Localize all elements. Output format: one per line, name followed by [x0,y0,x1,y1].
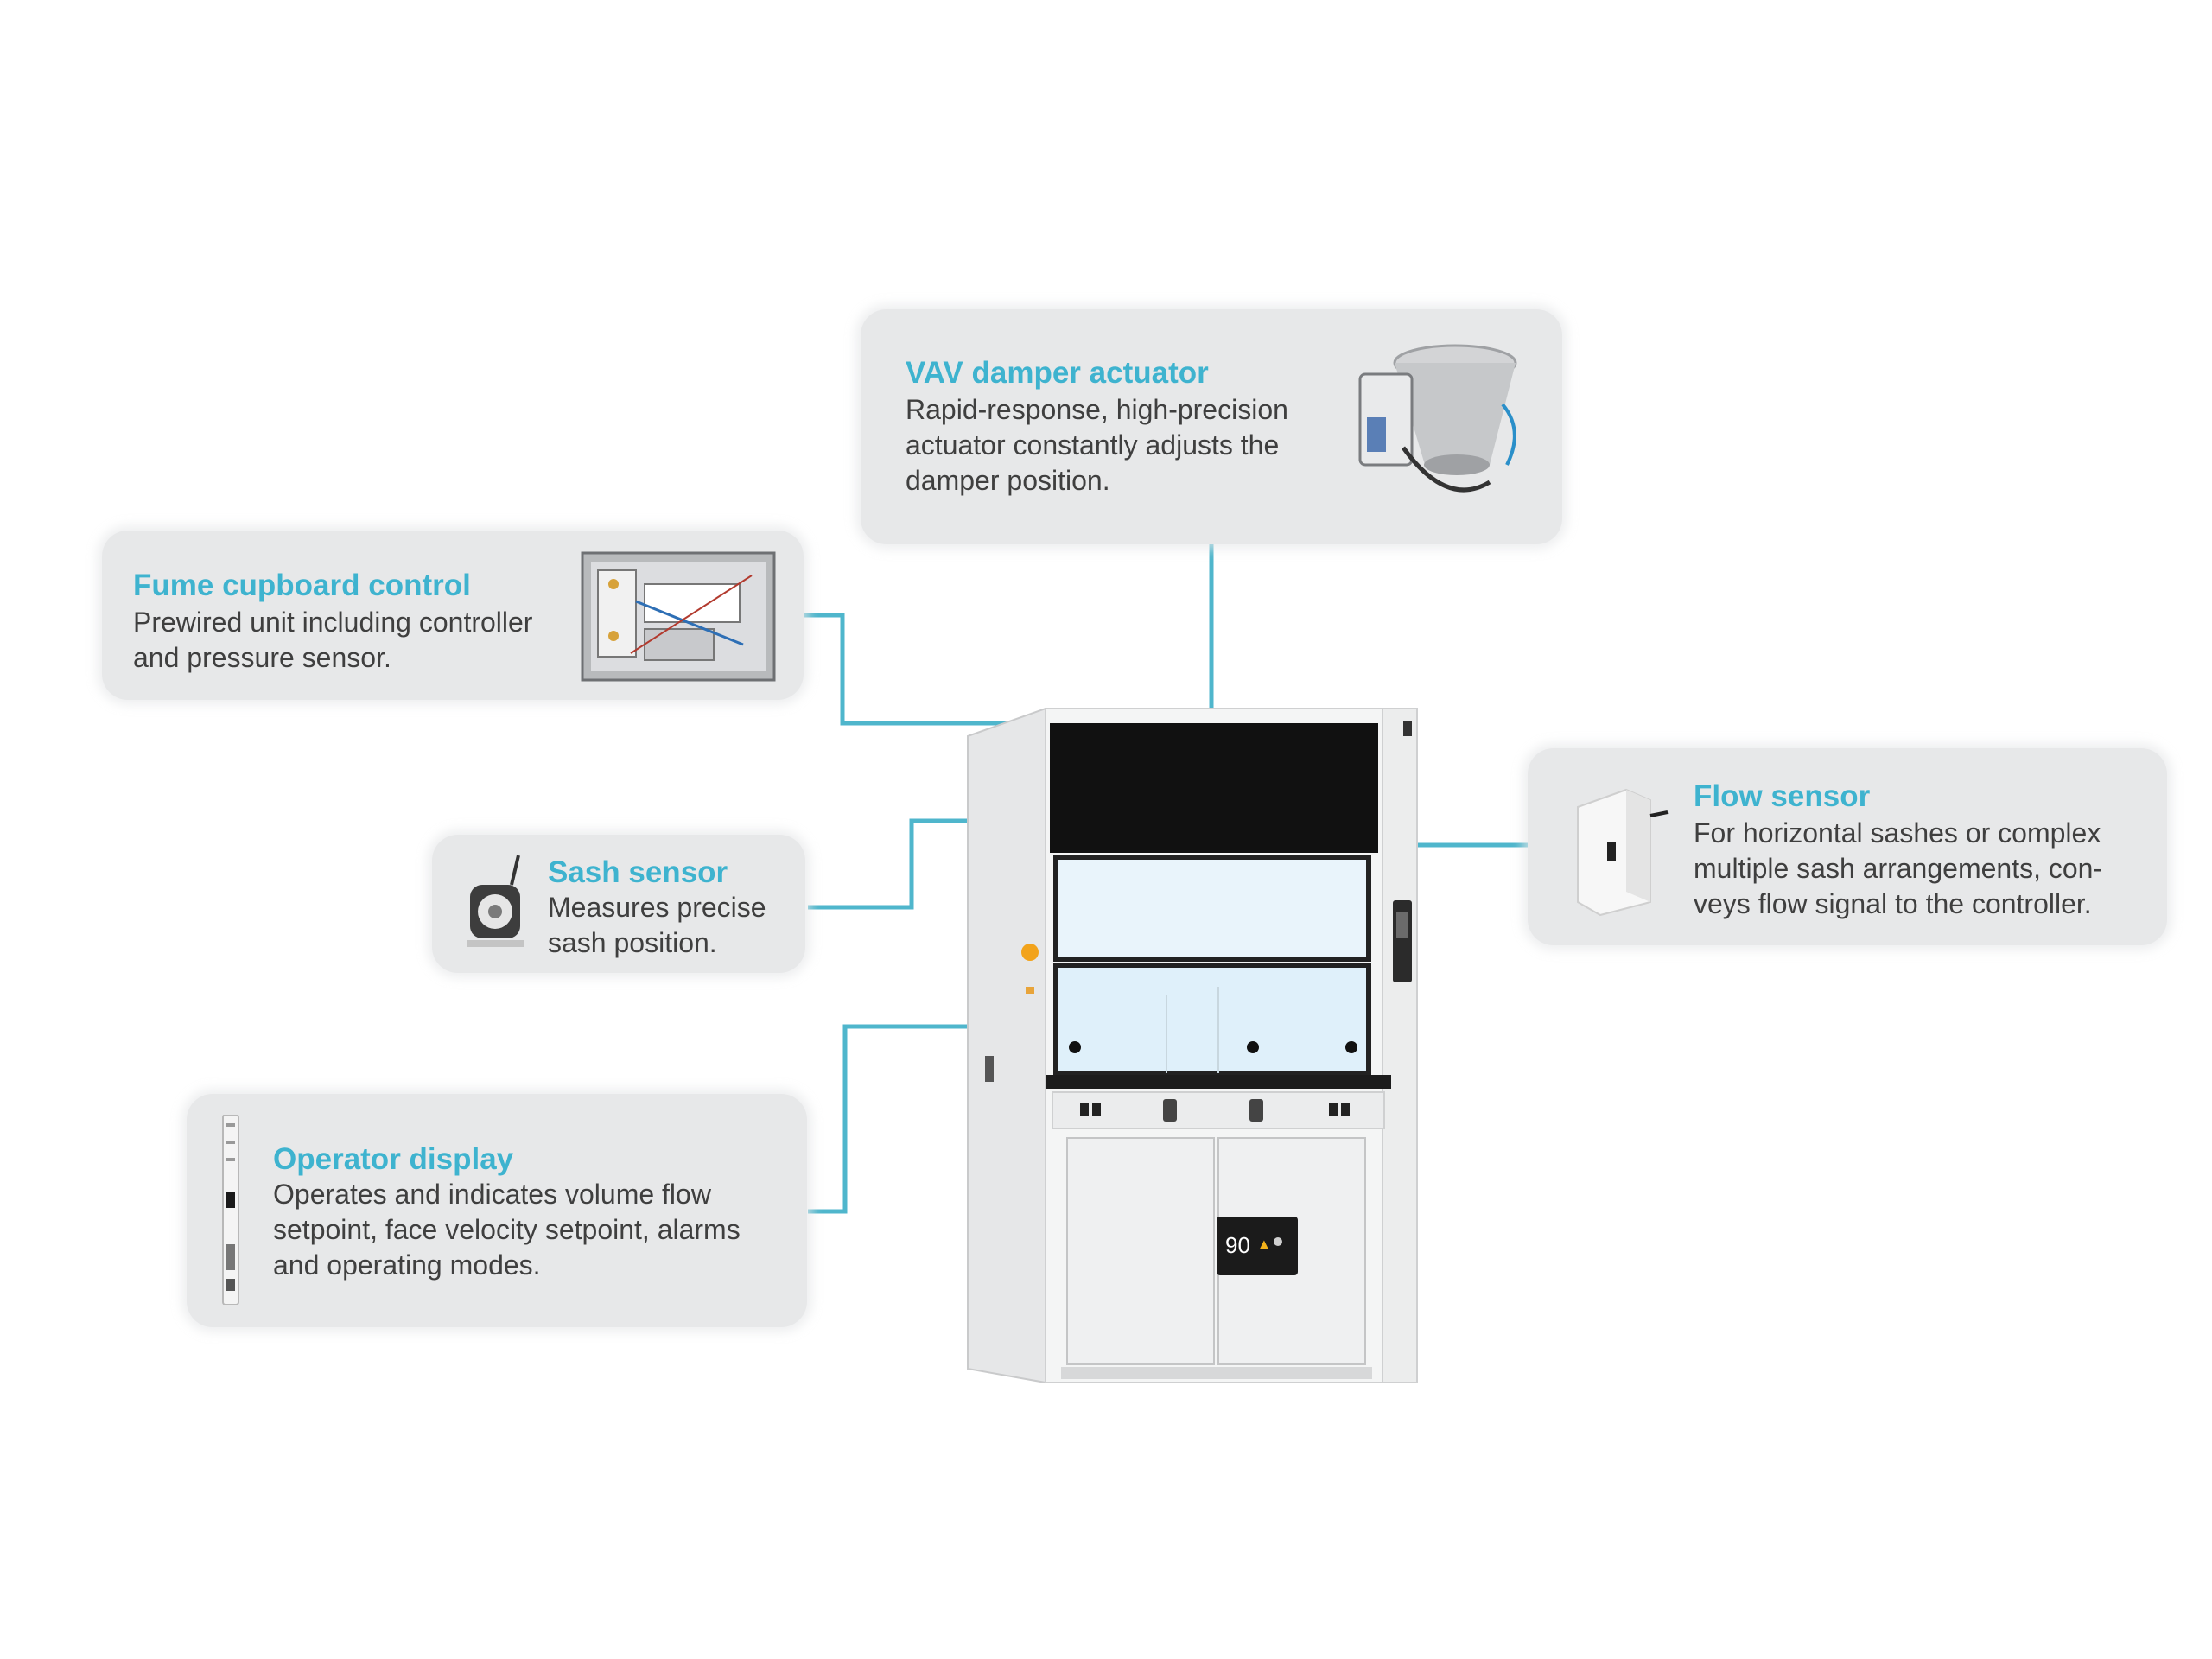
callout-description: Operates and indicates volume flow setpo… [273,1179,741,1281]
callout-sash-sensor: Sash sensor Measures precise sash positi… [432,835,805,973]
display-readout: 90 [1225,1232,1250,1258]
status-indicator-icon [1274,1237,1282,1246]
sash-sensor-icon [467,855,524,947]
callout-description: Measures precise sash position. [548,892,766,958]
callout-description: Rapid-response, high-precision actuator … [906,394,1288,496]
cabinet-display: 90 ▲ [1217,1217,1298,1275]
operator-display-icon [222,1115,239,1305]
callout-flow-sensor: Flow sensor For horizontal sashes or com… [1528,748,2167,945]
fume-cupboard-illustration [967,707,1418,1384]
callout-description: For horizontal sashes or complex multipl… [1694,817,2103,919]
warning-icon: ▲ [1256,1236,1272,1253]
callout-vav-damper-actuator: VAV damper actuator Rapid-response, high… [861,309,1562,544]
callout-title: Operator display [273,1142,514,1176]
callout-title: Sash sensor [548,855,728,889]
control-box-icon [581,551,776,682]
callout-fume-cupboard-control: Fume cupboard control Prewired unit incl… [102,531,804,700]
vav-damper-actuator-icon [1358,344,1517,493]
connector-fume-control [804,613,1084,726]
callout-description: Prewired unit including controller and p… [133,607,533,673]
callout-title: VAV damper actuator [906,356,1209,390]
flow-sensor-icon [1577,788,1669,917]
callout-title: Fume cupboard control [133,569,471,602]
callout-operator-display: Operator display Operates and indicates … [187,1094,807,1327]
callout-title: Flow sensor [1694,779,1871,813]
connector-operator-display [808,1024,1028,1214]
